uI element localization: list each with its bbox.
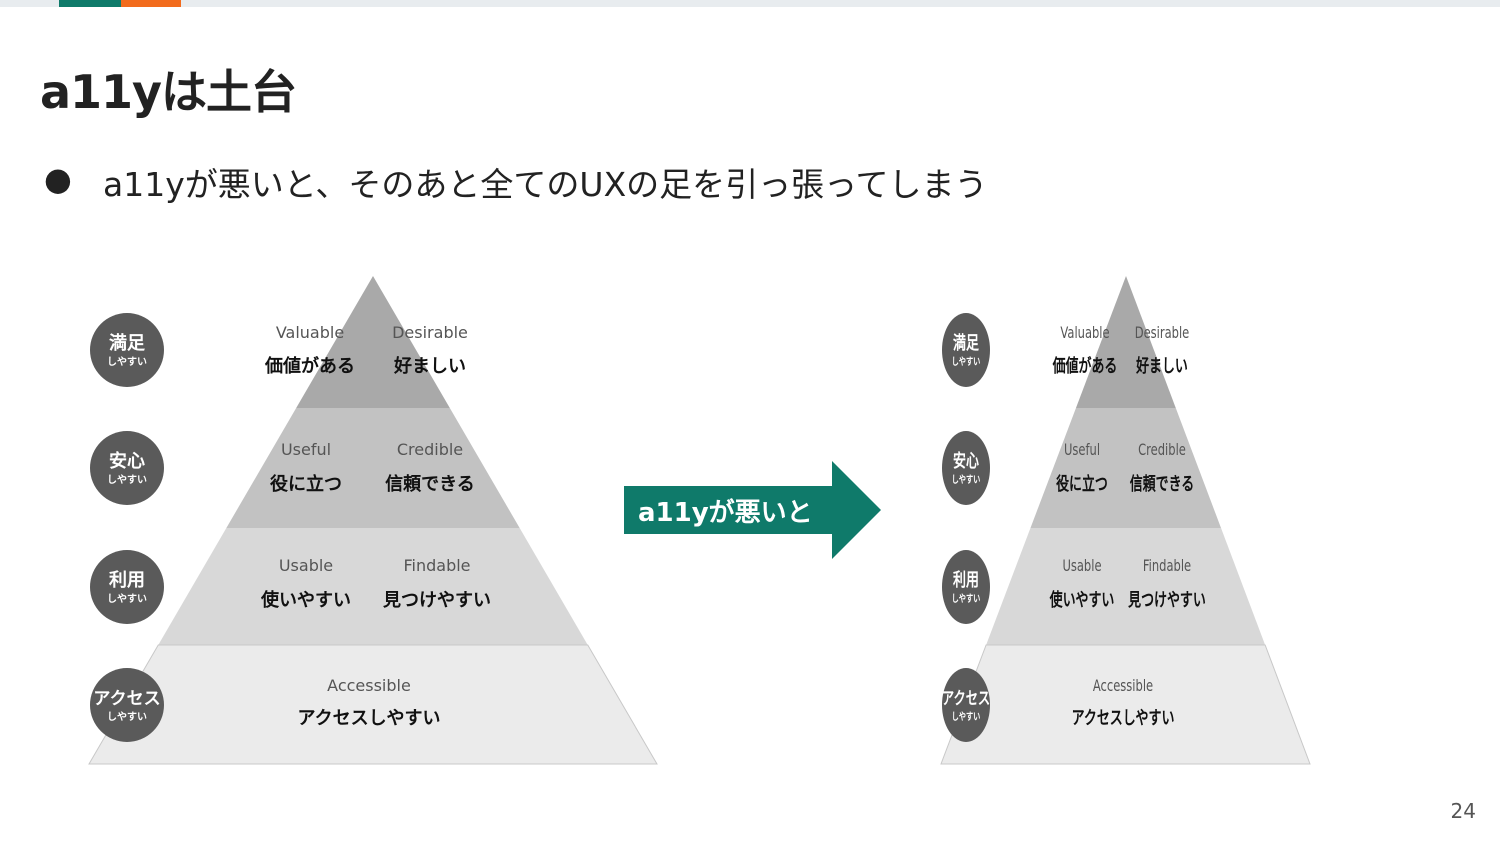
arrow-shape: [624, 461, 881, 559]
level-badge-label: 利用: [953, 569, 979, 591]
tier-label-jp: 見つけやすい: [382, 590, 491, 611]
level-badge-sub: しやすい: [107, 356, 147, 368]
tier-label-jp: 信頼できる: [1130, 473, 1194, 495]
tier-label-jp: 見つけやすい: [1128, 589, 1206, 611]
tier-label-jp: 価値がある: [264, 355, 355, 377]
level-badge-sub: しやすい: [952, 356, 981, 369]
tier-label-en: Accessible: [1093, 677, 1153, 695]
pyramid-tier-4: [940, 644, 1311, 765]
tier-label-jp: アクセスしやすい: [1072, 707, 1175, 729]
tier-label-en: Usable: [279, 556, 333, 575]
level-badge-label: 利用: [109, 569, 145, 591]
level-badge-sub: しやすい: [107, 711, 147, 723]
page-title: a11yは土台: [40, 65, 297, 119]
level-badge-label: アクセス: [93, 689, 160, 709]
tier-label-en: Credible: [1138, 441, 1186, 459]
tier-label-jp: 役に立つ: [1056, 473, 1108, 495]
pyramid-tier-4: [88, 644, 658, 765]
accent-orange: [121, 0, 181, 7]
tier-label-en: Findable: [1143, 557, 1191, 575]
tier-label-en: Desirable: [392, 323, 468, 342]
level-badge: [942, 313, 990, 387]
arrow-label: a11yが悪いと: [638, 497, 813, 528]
level-badge: [942, 668, 990, 742]
bullet-dot: ●: [44, 160, 72, 198]
level-badge-sub: しやすい: [952, 474, 981, 487]
pyramid-tier-2: [226, 408, 520, 528]
tier-label-jp: 価値がある: [1052, 355, 1118, 377]
level-badge-label: アクセス: [942, 689, 990, 709]
tier-label-en: Useful: [281, 440, 331, 459]
tier-label-en: Valuable: [276, 323, 344, 342]
top-accent-bar: [0, 0, 1500, 7]
pyramid-tier-3: [158, 528, 588, 645]
arrow: a11yが悪いと: [624, 461, 881, 559]
tier-label-en: Findable: [403, 556, 470, 575]
pyramid-tier-1: [296, 276, 450, 408]
level-badge: [942, 431, 990, 505]
tier-label-jp: 使いやすい: [1049, 589, 1115, 611]
level-badge: [942, 550, 990, 624]
level-badge-label: 安心: [953, 450, 979, 472]
level-badge-sub: しやすい: [107, 593, 147, 605]
tier-label-en: Credible: [397, 440, 463, 459]
level-badge-sub: しやすい: [952, 593, 981, 606]
level-badge: [90, 313, 164, 387]
page-number: 24: [1450, 799, 1476, 823]
tier-label-en: Usable: [1062, 557, 1101, 575]
level-badge-sub: しやすい: [952, 711, 981, 724]
level-badge-label: 満足: [953, 332, 979, 354]
pyramid-after: 満足しやすいValuable価値があるDesirable好ましい安心しやすいUs…: [940, 276, 1311, 765]
tier-label-en: Useful: [1064, 441, 1100, 459]
tier-label-jp: アクセスしやすい: [298, 708, 441, 729]
tier-label-en: Accessible: [327, 676, 411, 695]
bullet-text: a11yが悪いと、そのあと全てのUXの足を引っ張ってしまう: [103, 165, 988, 204]
pyramid-tier-1: [1075, 276, 1176, 408]
pyramid-tier-3: [986, 528, 1266, 645]
tier-label-jp: 役に立つ: [270, 473, 342, 495]
tier-label-en: Desirable: [1135, 324, 1190, 342]
level-badge-sub: しやすい: [107, 474, 147, 486]
accent-teal: [59, 0, 121, 7]
tier-label-jp: 使いやすい: [260, 590, 351, 611]
tier-label-jp: 好ましい: [393, 355, 466, 377]
level-badge: [90, 431, 164, 505]
level-badge-label: 満足: [109, 332, 145, 354]
pyramid-before: 満足しやすいValuable価値があるDesirable好ましい安心しやすいUs…: [88, 276, 658, 765]
tier-label-jp: 好ましい: [1135, 355, 1188, 377]
level-badge-label: 安心: [109, 450, 145, 472]
level-badge: [90, 668, 164, 742]
tier-label-en: Valuable: [1060, 324, 1109, 342]
pyramid-tier-2: [1030, 408, 1222, 528]
level-badge: [90, 550, 164, 624]
tier-label-jp: 信頼できる: [385, 473, 475, 495]
